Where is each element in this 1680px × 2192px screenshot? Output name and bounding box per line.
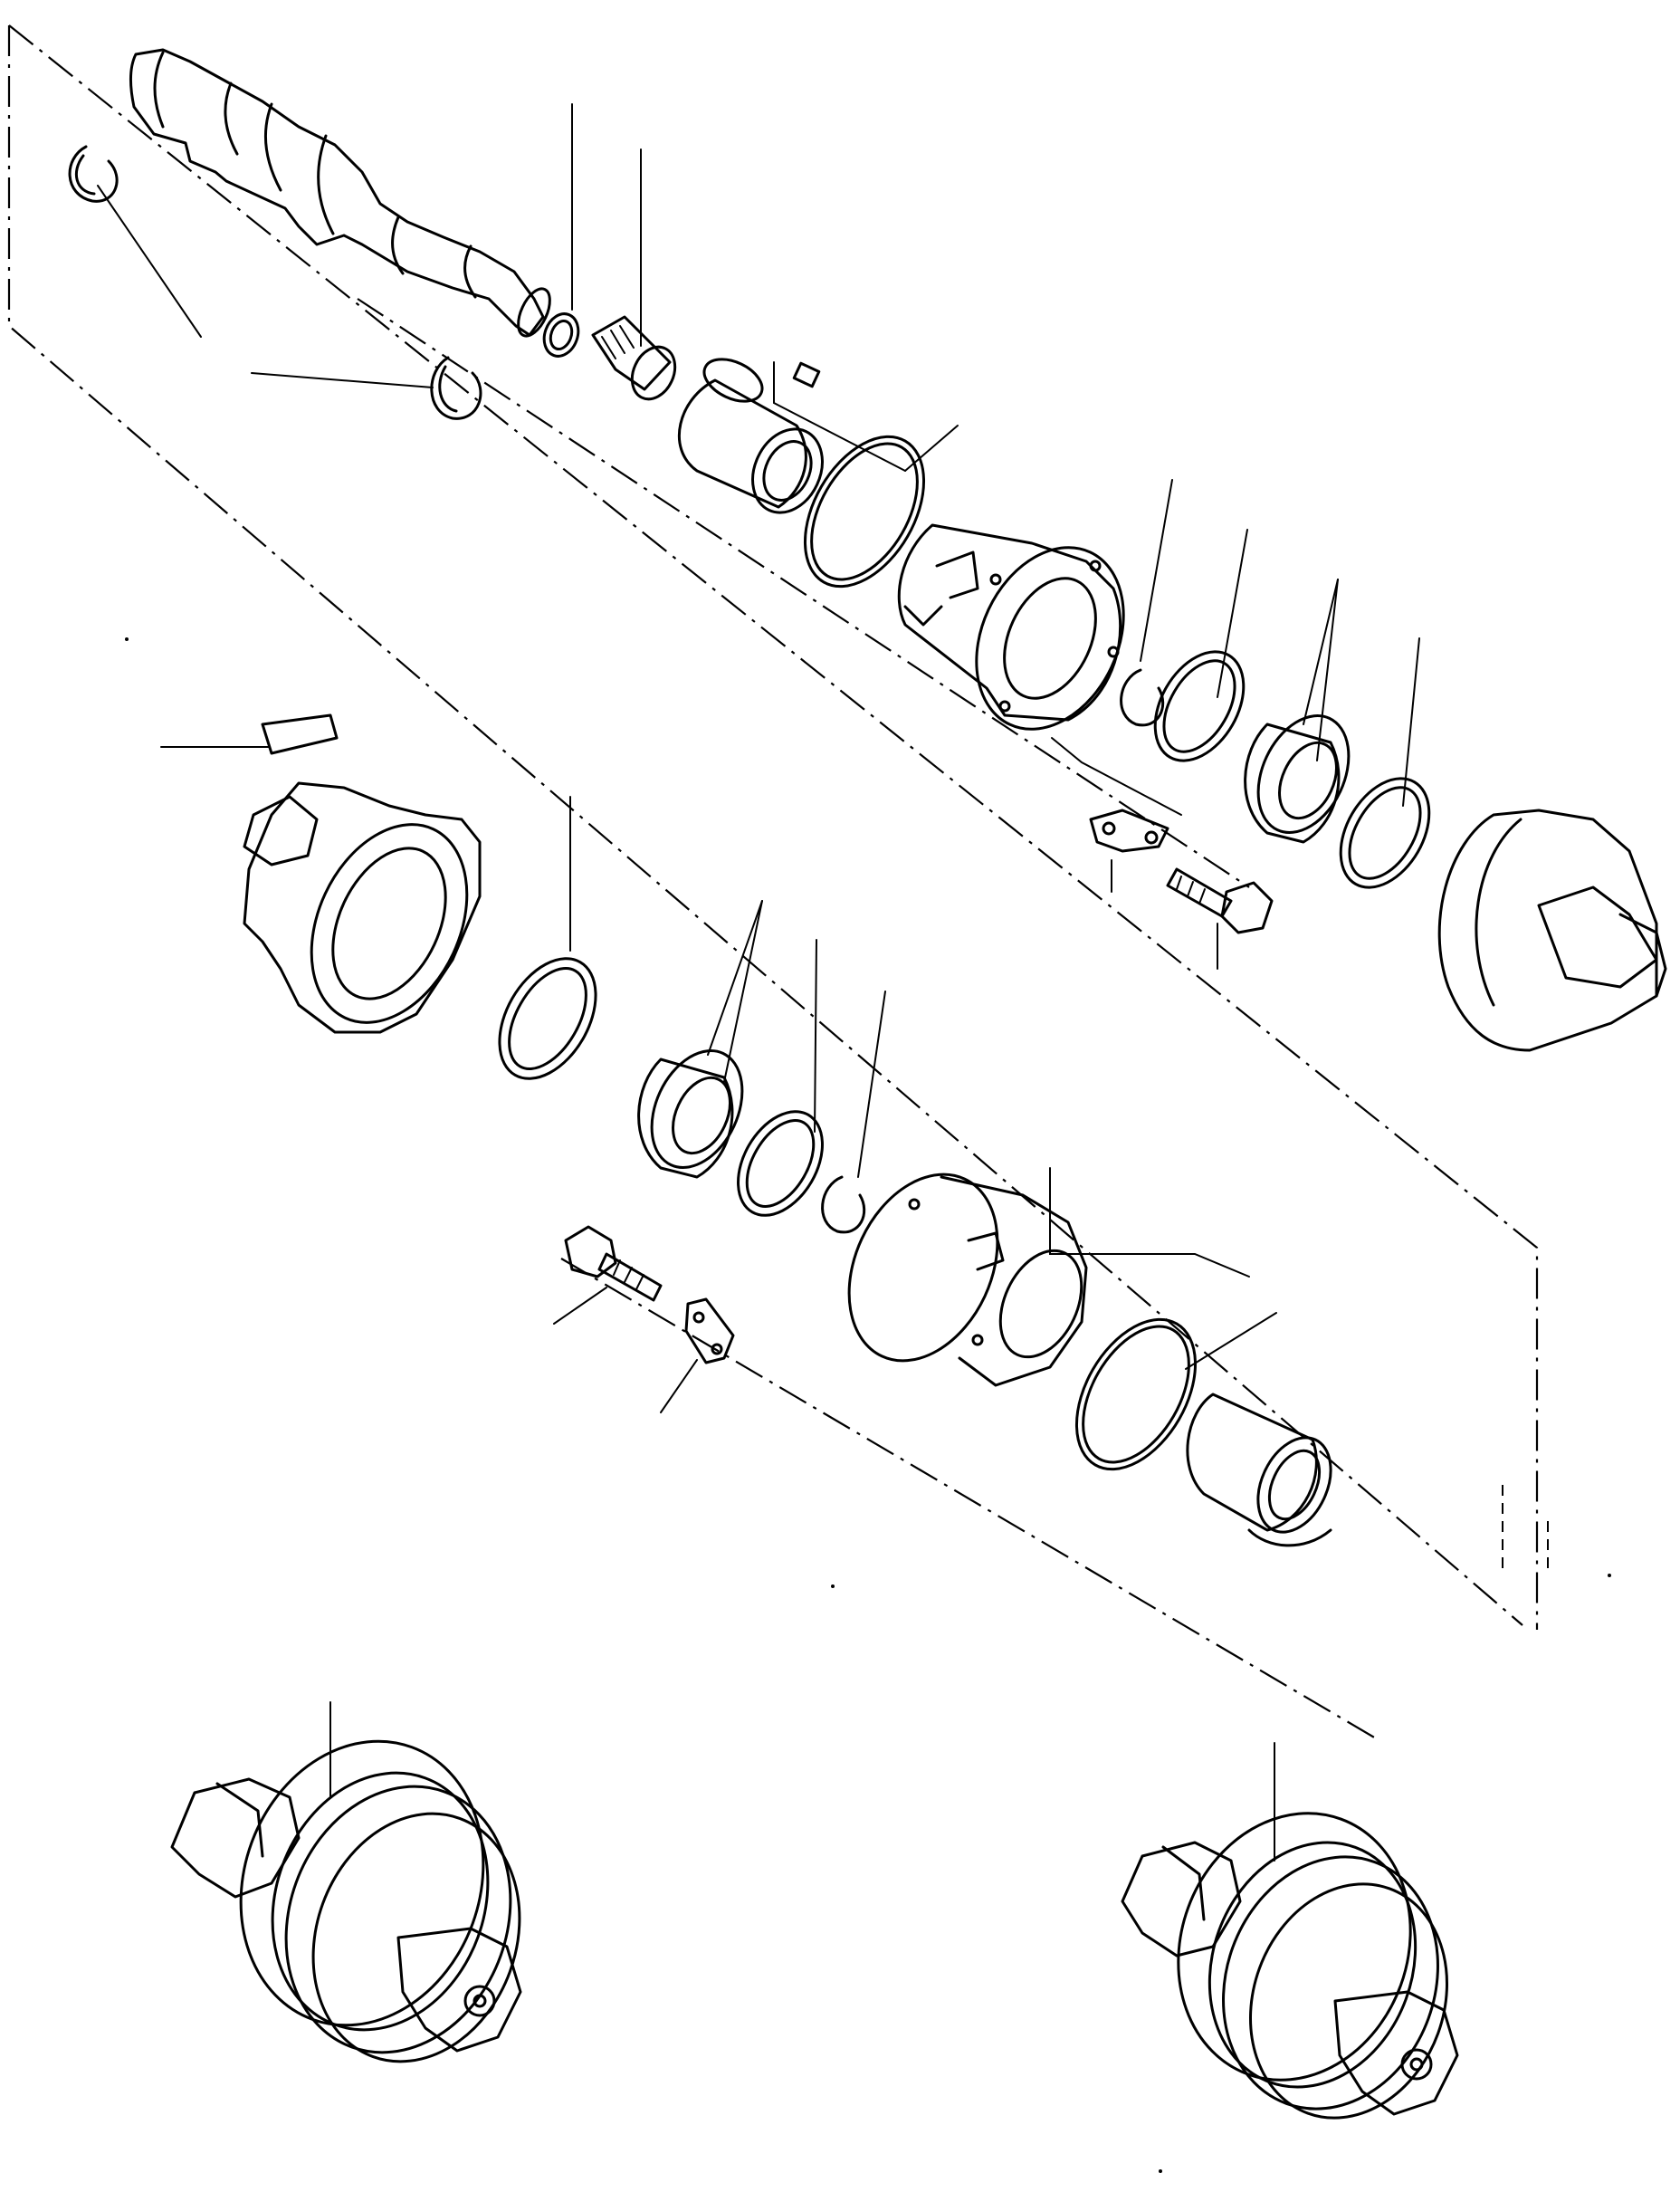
o-ring-icon bbox=[737, 1110, 824, 1217]
collar-icon bbox=[897, 523, 1125, 731]
bushing-icon bbox=[677, 358, 824, 514]
roller-assembly-icon bbox=[1121, 1812, 1459, 2120]
bushing-icon bbox=[1186, 1393, 1332, 1547]
floating-seal-icon bbox=[1244, 714, 1351, 844]
o-ring-icon bbox=[542, 312, 580, 358]
boundary-lines bbox=[7, 24, 1549, 1739]
floating-seal-icon bbox=[637, 1049, 744, 1179]
roller-shell-icon bbox=[243, 713, 482, 1034]
snap-ring-icon bbox=[430, 356, 482, 420]
o-ring-icon bbox=[1074, 1317, 1198, 1471]
o-ring-icon bbox=[1339, 777, 1431, 889]
collar-icon bbox=[847, 1173, 1088, 1387]
snap-ring-icon bbox=[1120, 668, 1165, 727]
snap-ring-icon bbox=[821, 1175, 866, 1234]
scan-specks bbox=[125, 637, 1611, 2173]
bolt-icon bbox=[1166, 867, 1274, 934]
lock-plate-icon bbox=[684, 1297, 735, 1364]
o-ring-icon bbox=[803, 435, 926, 589]
plug-icon bbox=[591, 315, 677, 401]
snap-ring-icon bbox=[68, 145, 119, 203]
shaft-icon bbox=[129, 48, 551, 338]
lock-plate-icon bbox=[1089, 809, 1169, 853]
bolt-icon bbox=[564, 1225, 663, 1302]
o-ring-icon bbox=[498, 957, 597, 1080]
leader-lines bbox=[97, 103, 1420, 1862]
roller-shell-icon bbox=[1437, 809, 1667, 1052]
roller-assembly-icon bbox=[170, 1739, 522, 2063]
o-ring-icon bbox=[1153, 650, 1246, 762]
